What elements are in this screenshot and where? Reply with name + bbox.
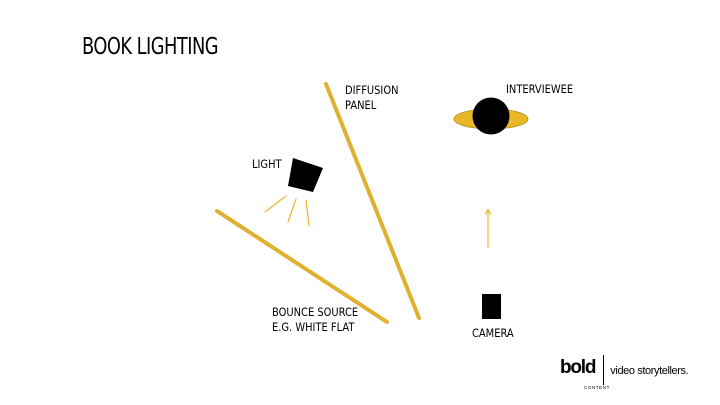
light-ray-left [264,195,287,213]
bounce-source-label: BOUNCE SOURCE E.G. WHITE FLAT [272,305,358,335]
light-rays [264,195,310,227]
bounce-label-line1: BOUNCE SOURCE [272,305,359,319]
diffusion-panel-label: DIFFUSION PANEL [345,83,399,113]
bold-content-logo: bold CONTENT video storytellers. [560,355,689,391]
bounce-panel [215,209,389,324]
bounce-label-line2: E.G. WHITE FLAT [272,320,355,334]
diffusion-label-line1: DIFFUSION [345,83,399,97]
interviewee-head [472,97,510,135]
light-label: LIGHT [252,157,282,171]
logo-subtext: CONTENT [584,385,610,390]
logo-divider [603,355,605,385]
diffusion-panel [324,82,421,320]
logo-word: bold [560,357,597,378]
diffusion-label-line2: PANEL [345,98,377,112]
camera-label: CAMERA [472,326,514,340]
light-ray-middle [287,198,297,223]
camera-body [482,294,501,319]
interviewee-label: INTERVIEWEE [506,82,574,96]
light-fixture [288,158,323,192]
interviewee-figure [453,97,529,135]
camera-arrow [484,208,492,248]
light-ray-right [305,199,310,227]
logo-tagline: video storytellers. [610,365,689,377]
logo-wordmark: bold CONTENT [560,357,609,391]
slide-title: BOOK LIGHTING [82,34,219,60]
